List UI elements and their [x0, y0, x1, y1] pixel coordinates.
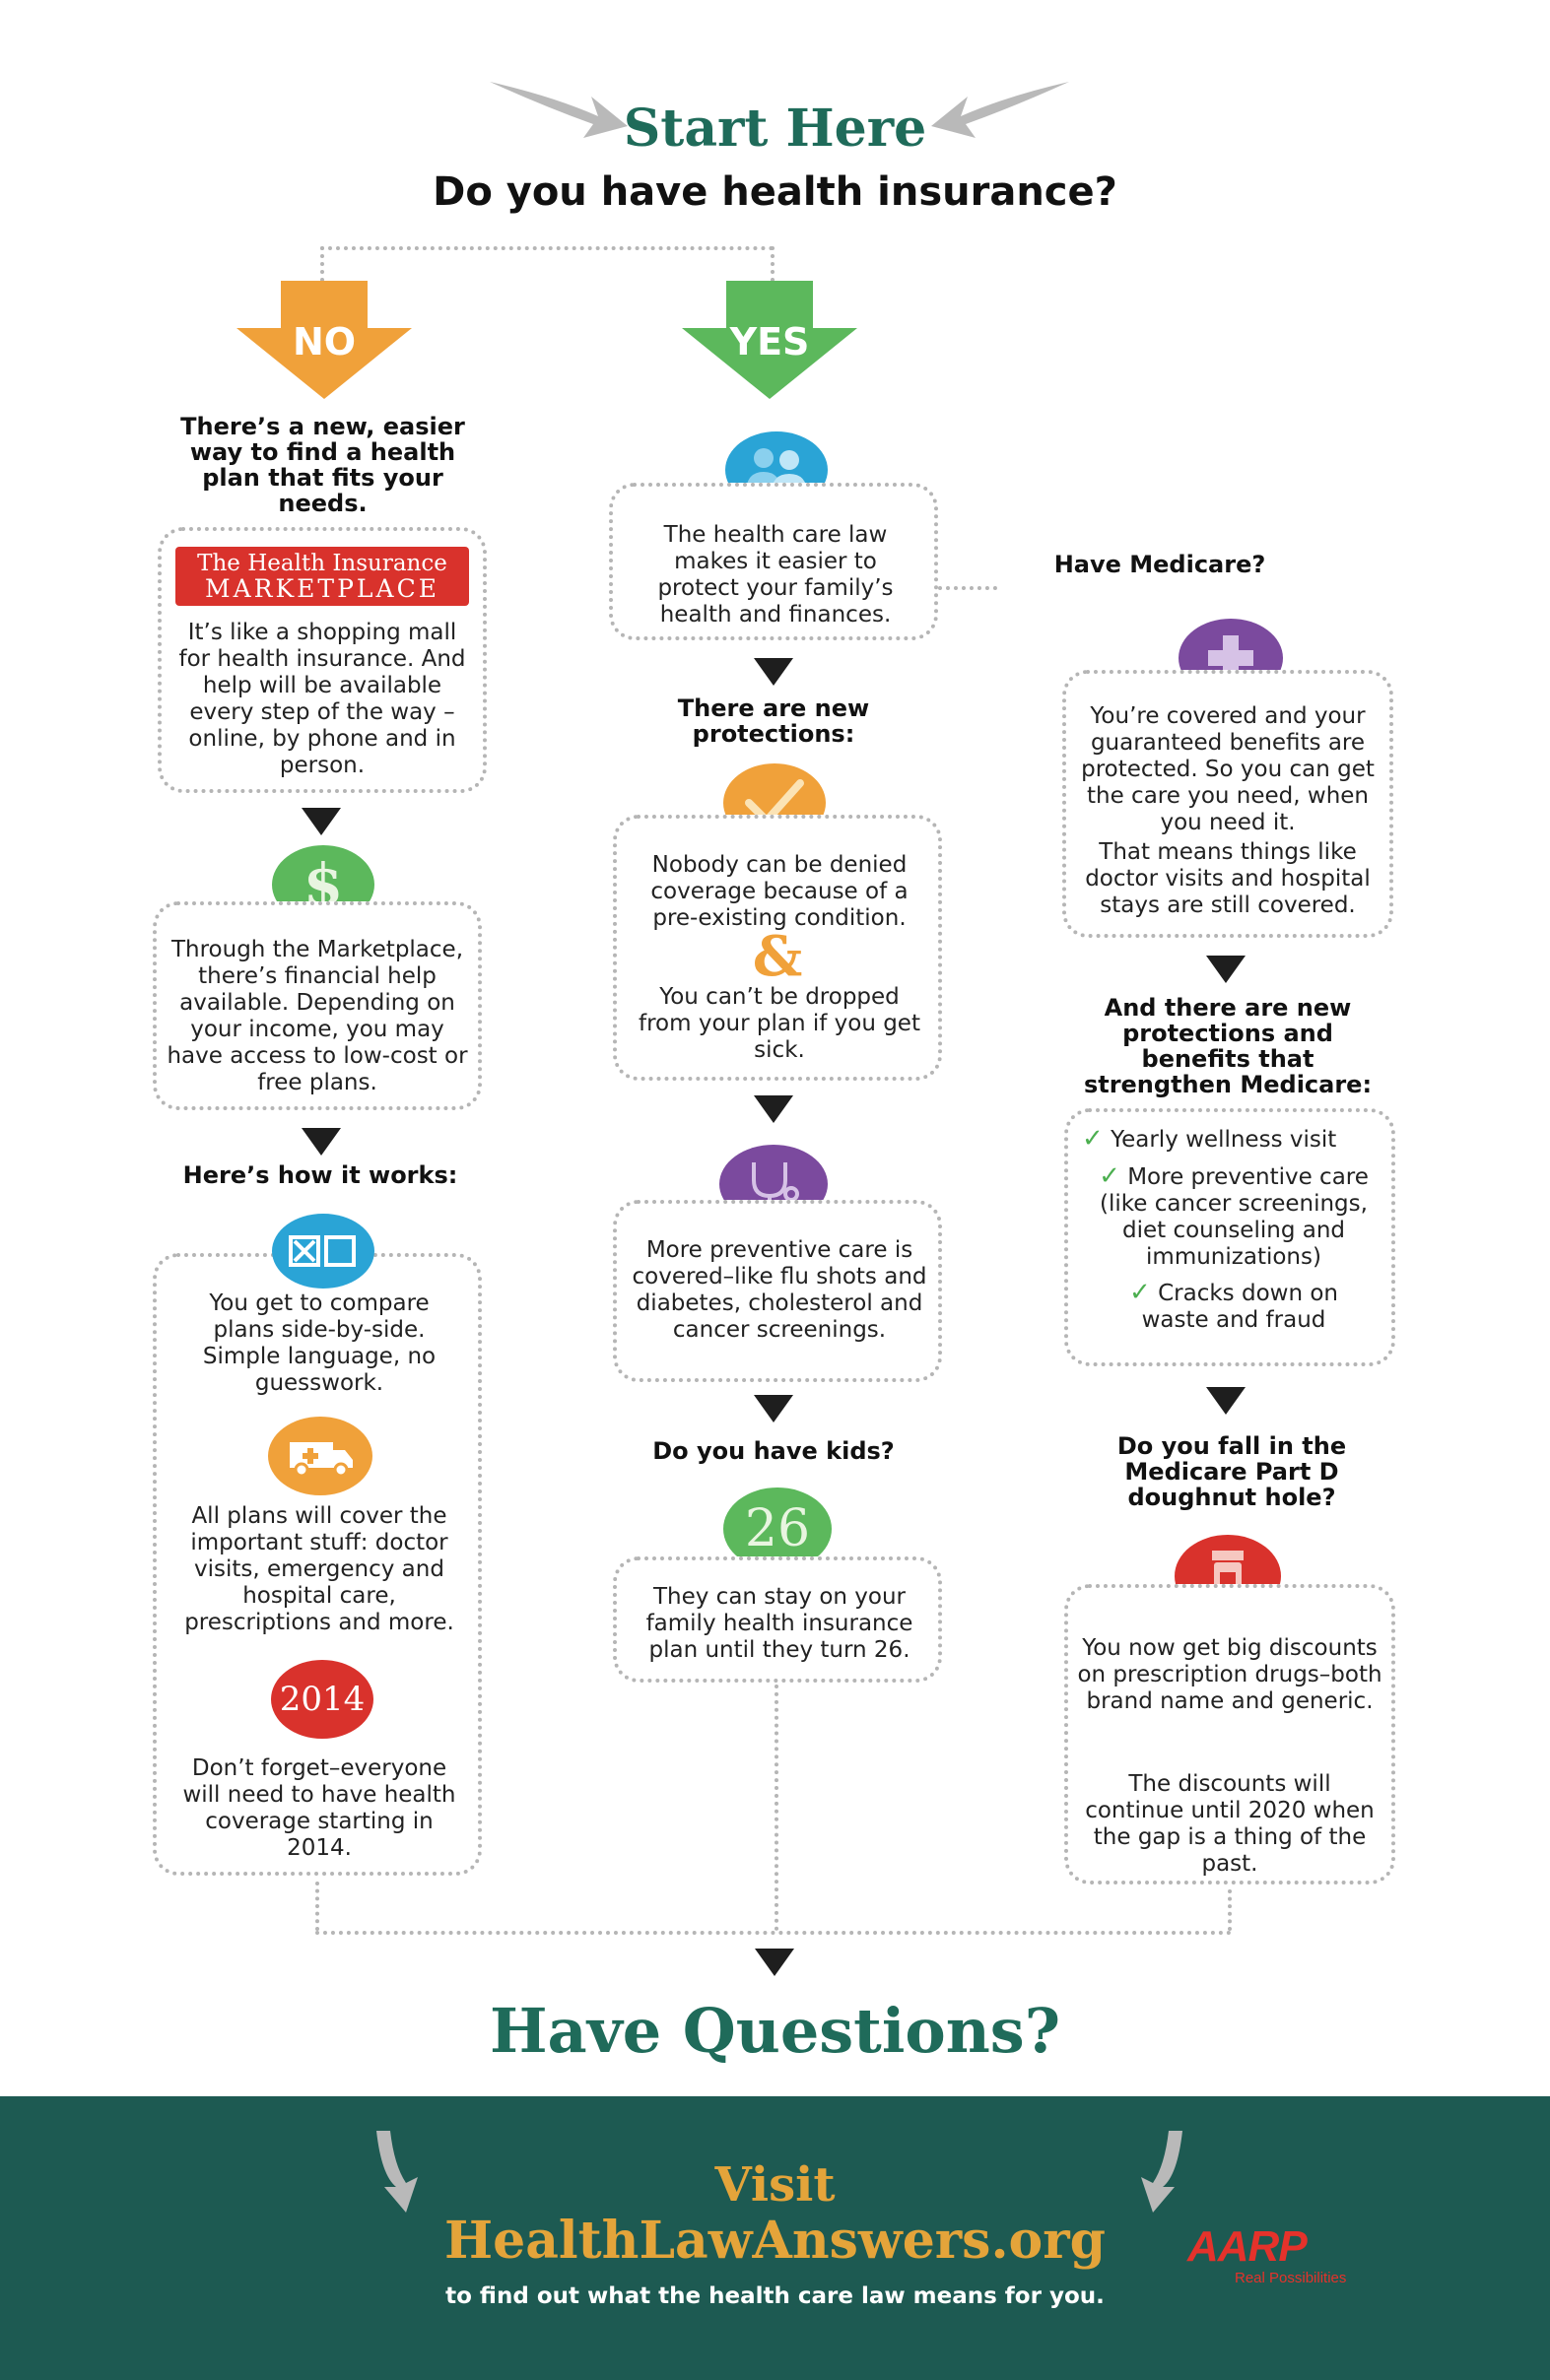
yes-arrow-shape — [682, 281, 857, 399]
aarp-wordmark: AARP — [1187, 2222, 1308, 2271]
benefit-2-text: More preventive care (like cancer screen… — [1100, 1164, 1369, 1270]
denied-text: Nobody can be denied coverage because of… — [650, 852, 909, 931]
protect-text: The health care law makes it easier to p… — [657, 522, 894, 628]
connector-right-bottom — [1228, 1889, 1232, 1931]
connector-left-bottom — [315, 1882, 319, 1931]
footer-banner: Visit HealthLawAnswers.org to find out w… — [0, 2096, 1550, 2380]
right-swoosh-arrow-icon — [931, 82, 1069, 138]
main-question: Do you have health insurance? — [433, 169, 1117, 215]
kids-box: They can stay on your family health insu… — [613, 1556, 942, 1683]
protections-heading: There are new protections: — [677, 694, 870, 748]
covered-text: You’re covered and your guaranteed benef… — [1081, 703, 1375, 835]
benefit-item-1: ✓ Yearly wellness visit — [1082, 1126, 1385, 1154]
no-arrow-shape — [236, 281, 412, 399]
year-2014-label: 2014 — [279, 1680, 366, 1719]
left-swoosh-arrow-icon — [490, 82, 628, 138]
start-here-title: Start Here — [623, 99, 927, 159]
benefit-item-3: ✓ Cracks down on waste and fraud — [1108, 1280, 1360, 1334]
forget-text: Don’t forget–everyone will need to have … — [182, 1755, 456, 1861]
ampersand: & — [752, 924, 803, 989]
footer-site-link[interactable]: HealthLawAnswers.org — [444, 2211, 1106, 2271]
compare-plans-icon — [272, 1214, 374, 1289]
no-label: NO — [292, 320, 357, 364]
compare-text: You get to compare plans side-by-side. S… — [202, 1290, 437, 1396]
age-26-label: 26 — [744, 1499, 811, 1558]
marketplace-logo-line2: MARKETPLACE — [205, 574, 439, 603]
marketplace-box: The Health Insurance MARKETPLACE It’s li… — [158, 527, 487, 793]
yes-label: YES — [729, 320, 810, 364]
connector-middle-bottom — [775, 1685, 778, 1931]
bottom-arrow — [755, 1949, 794, 1976]
aarp-logo: AARP Real Possibilities — [1187, 2224, 1404, 2303]
dropped-text: You can’t be dropped from your plan if y… — [639, 984, 920, 1063]
benefit-1-text: Yearly wellness visit — [1111, 1127, 1337, 1153]
connector-top-left — [320, 246, 324, 282]
preventive-box: More preventive care is covered–like flu… — [613, 1200, 942, 1382]
compare-boxes-shape — [289, 1235, 356, 1267]
benefit-3-text: Cracks down on waste and fraud — [1141, 1281, 1338, 1333]
benefit-item-2: ✓ More preventive care (like cancer scre… — [1082, 1163, 1385, 1271]
left-arrow-2 — [302, 1128, 341, 1156]
footer-visit: Visit — [714, 2157, 836, 2213]
ambulance-icon — [268, 1417, 372, 1495]
middle-arrow-3 — [754, 1395, 793, 1422]
marketplace-logo: The Health Insurance MARKETPLACE — [175, 547, 469, 606]
benefits-box: ✓ Yearly wellness visit ✓ More preventiv… — [1064, 1108, 1395, 1366]
right-arrow-1 — [1206, 956, 1246, 983]
footer-left-arrow-icon — [376, 2131, 418, 2213]
new-protections-heading: And there are new protections and benefi… — [1083, 994, 1373, 1098]
middle-arrow-1 — [754, 658, 793, 686]
cross-shape — [1208, 635, 1253, 681]
connector-top-right — [771, 246, 775, 282]
connector-bottom — [315, 1931, 1232, 1935]
left-intro: There’s a new, easier way to find a heal… — [180, 413, 465, 517]
cover-text: All plans will cover the important stuff… — [184, 1503, 454, 1635]
connector-medicare — [938, 586, 997, 590]
ambulance-shape — [290, 1442, 353, 1478]
discount-box: You now get big discounts on prescriptio… — [1064, 1584, 1395, 1884]
footer-tagline: to find out what the health care law mea… — [445, 2283, 1105, 2309]
financial-text: Through the Marketplace, there’s financi… — [167, 937, 468, 1095]
medicare-heading: Have Medicare? — [1053, 551, 1266, 578]
kids-text: They can stay on your family health insu… — [645, 1584, 913, 1663]
covered-box: You’re covered and your guaranteed benef… — [1062, 670, 1393, 938]
financial-box: Through the Marketplace, there’s financi… — [153, 901, 482, 1110]
footer-right-arrow-icon — [1141, 2131, 1182, 2213]
no-arrow: NO — [236, 281, 412, 399]
yes-arrow: YES — [682, 281, 857, 399]
checkmark-icon-2: ✓ — [1099, 1161, 1120, 1191]
kids-heading: Do you have kids? — [652, 1437, 895, 1465]
protect-box: The health care law makes it easier to p… — [609, 483, 938, 640]
checkmark-icon-1: ✓ — [1082, 1124, 1104, 1154]
discount-text: You now get big discounts on prescriptio… — [1077, 1635, 1382, 1714]
aarp-tagline: Real Possibilities — [1235, 2270, 1347, 2286]
marketplace-logo-line1: The Health Insurance — [197, 551, 447, 576]
how-it-works-heading: Here’s how it works: — [182, 1161, 458, 1189]
doughnut-heading: Do you fall in the Medicare Part D dough… — [1116, 1432, 1347, 1511]
means-text: That means things like doctor visits and… — [1085, 839, 1371, 918]
middle-arrow-2 — [754, 1095, 793, 1123]
left-arrow-1 — [302, 808, 341, 835]
have-questions-title: Have Questions? — [489, 1995, 1061, 2067]
protections-box: Nobody can be denied coverage because of… — [613, 815, 942, 1081]
marketplace-text: It’s like a shopping mall for health ins… — [178, 620, 466, 778]
right-arrow-2 — [1206, 1387, 1246, 1415]
preventive-text: More preventive care is covered–like flu… — [632, 1237, 927, 1343]
connector-top — [320, 246, 774, 250]
continue-text: The discounts will continue until 2020 w… — [1085, 1771, 1375, 1877]
year-2014-icon: 2014 — [271, 1660, 373, 1739]
how-it-works-box: You get to compare plans side-by-side. S… — [153, 1253, 482, 1876]
checkmark-icon-3: ✓ — [1129, 1278, 1151, 1307]
